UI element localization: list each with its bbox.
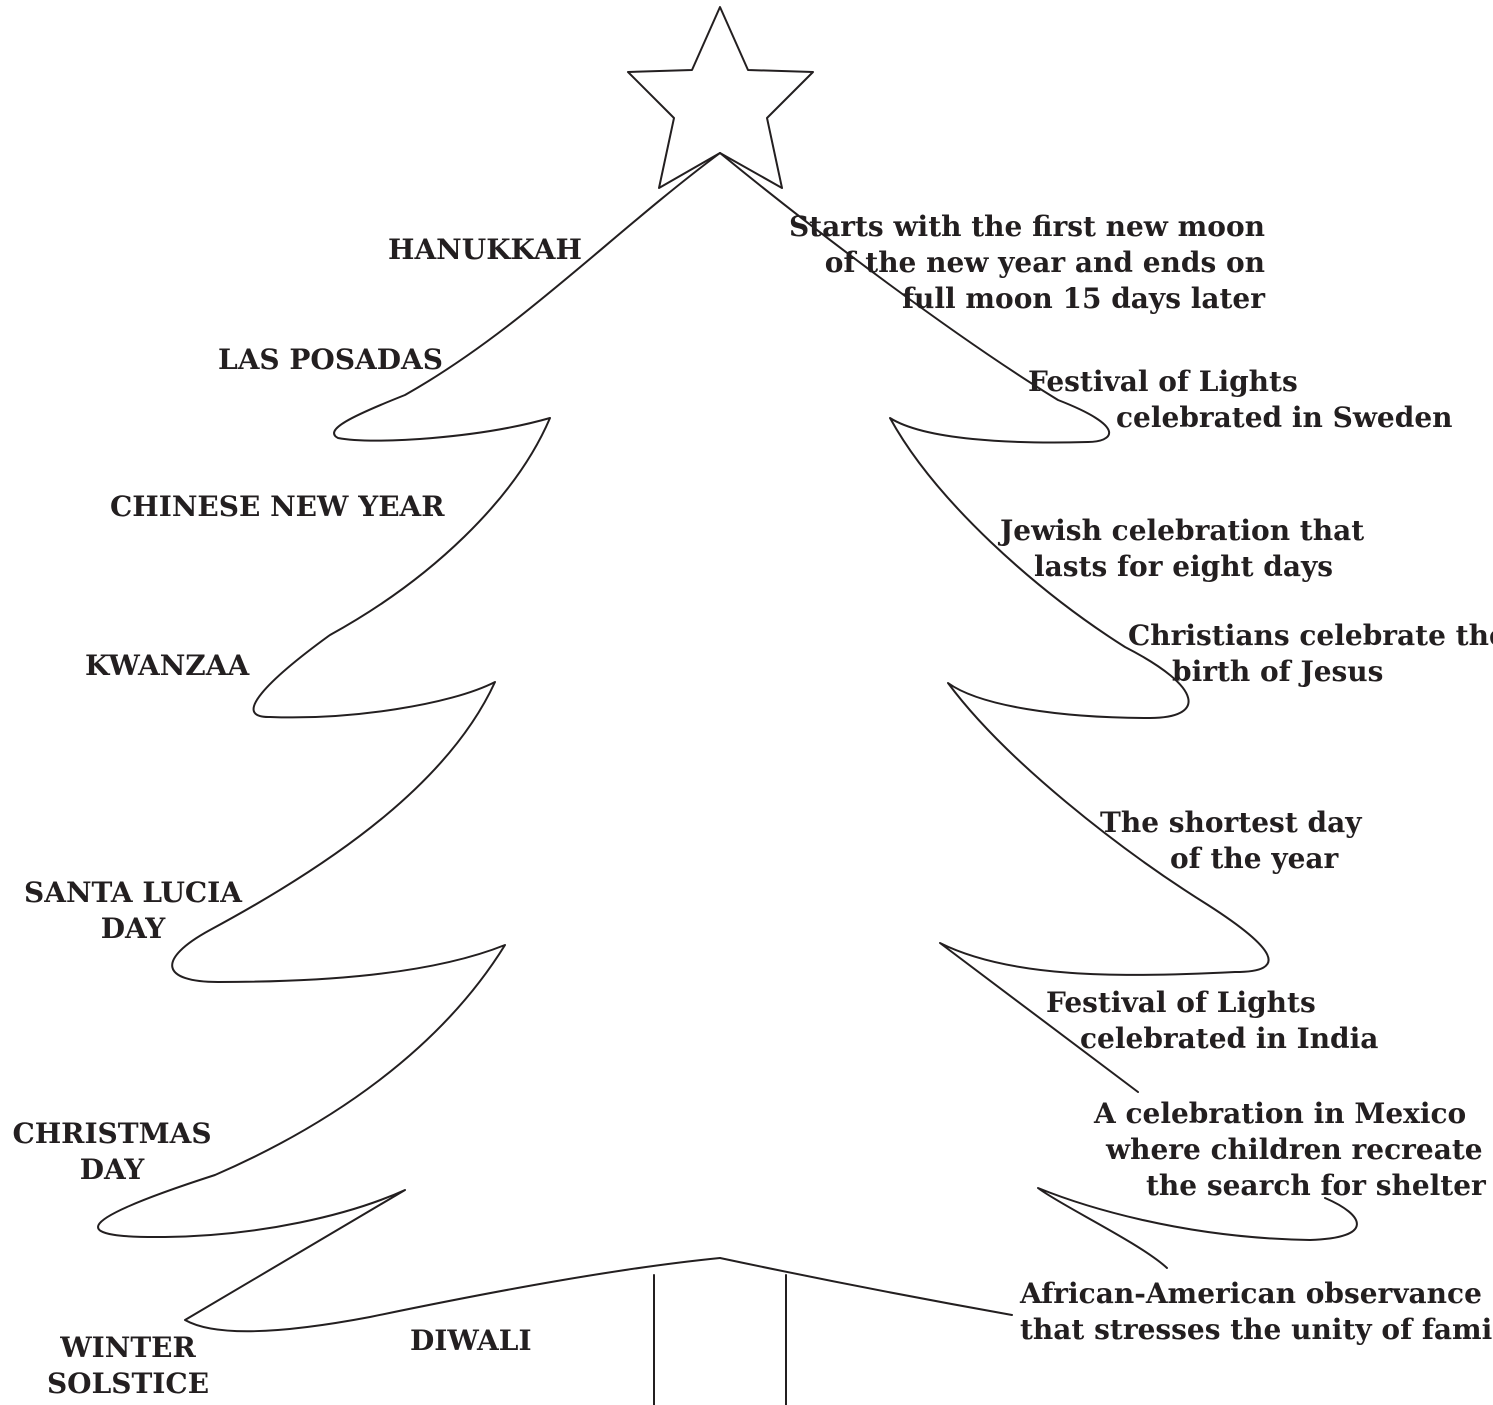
label-hanukkah: HANUKKAH	[388, 233, 582, 266]
tree-base-outline	[719, 1257, 1013, 1316]
star-icon	[627, 6, 814, 189]
tree-left-outline	[97, 152, 721, 1333]
label-chinese-new-year: CHINESE NEW YEAR	[110, 490, 445, 523]
label-kwanzaa: KWANZAA	[85, 649, 250, 682]
label-diwali: DIWALI	[410, 1324, 532, 1357]
label-las-posadas: LAS POSADAS	[218, 343, 443, 376]
tree-right-outline	[719, 152, 1270, 1093]
tree-right-bottom-branch	[1037, 1187, 1358, 1269]
